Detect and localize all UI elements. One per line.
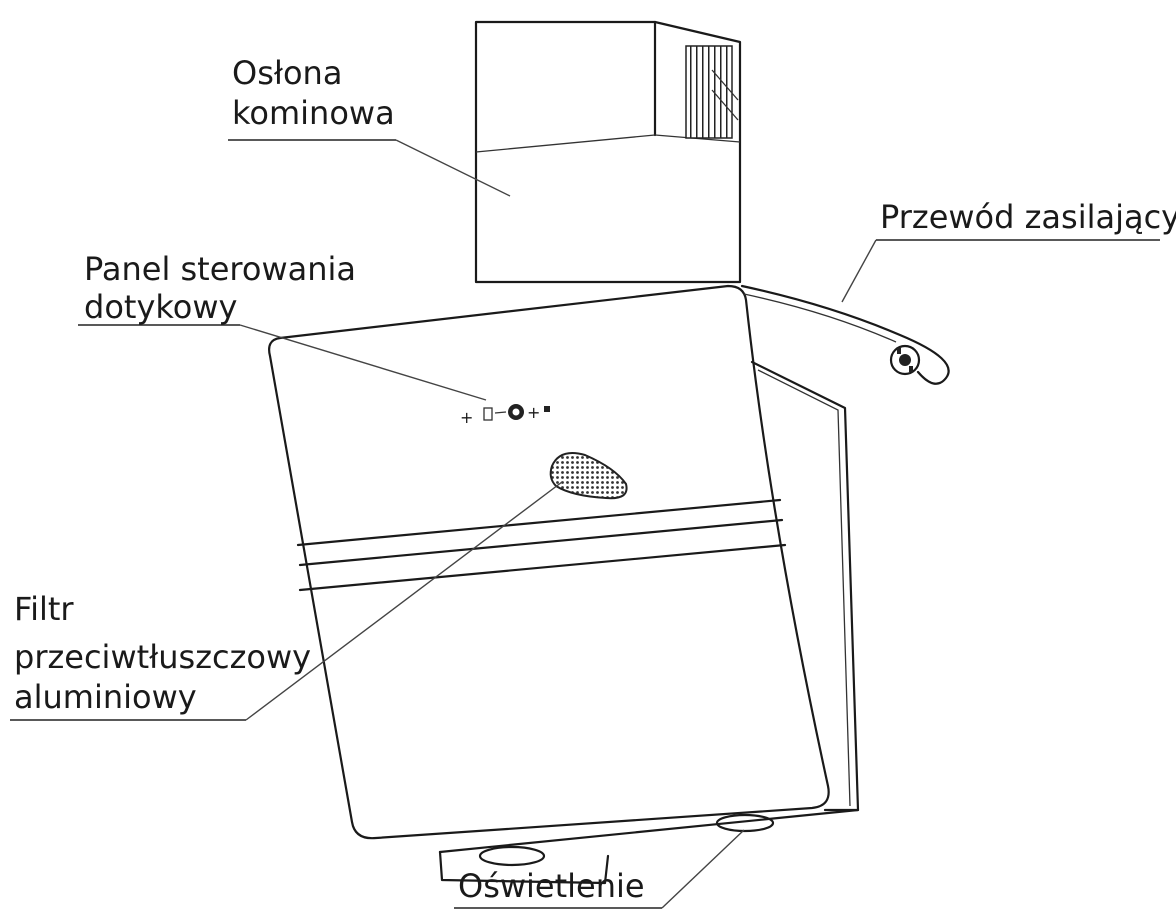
label-chimney-cover: Osłona kominowa — [228, 54, 511, 197]
chimney-cover — [474, 20, 742, 284]
power-cable — [740, 284, 950, 385]
hood-body — [438, 360, 860, 885]
label-chimney-line2: kominowa — [232, 94, 395, 132]
front-glass-panel — [268, 284, 830, 840]
light-lamp-right — [715, 813, 775, 833]
grease-filter — [549, 452, 628, 500]
control-timer-icon — [483, 407, 493, 421]
label-panel-line1: Panel sterowania — [84, 250, 356, 288]
touch-control-panel: + + — [460, 403, 550, 427]
label-filter-line3: aluminiowy — [14, 678, 197, 716]
control-plus-left-icon: + — [460, 408, 473, 427]
label-grease-filter: Filtr przeciwtłuszczowy aluminiowy — [10, 481, 563, 721]
label-lighting: Oświetlenie — [454, 829, 745, 909]
control-plus-right-icon: + — [527, 403, 540, 422]
light-lamp-left — [478, 845, 546, 867]
label-cable: Przewód zasilający — [880, 198, 1176, 236]
label-lighting-text: Oświetlenie — [458, 867, 645, 905]
label-touch-panel: Panel sterowania dotykowy — [78, 250, 487, 401]
vent-grille — [685, 45, 733, 139]
plug-icon — [889, 344, 921, 376]
label-panel-line2: dotykowy — [84, 288, 237, 326]
control-light-icon — [544, 406, 550, 412]
label-filter-line2: przeciwtłuszczowy — [14, 638, 311, 676]
label-power-cable: Przewód zasilający — [841, 198, 1176, 303]
label-filter-line1: Filtr — [14, 590, 74, 628]
label-chimney-line1: Osłona — [232, 54, 342, 92]
